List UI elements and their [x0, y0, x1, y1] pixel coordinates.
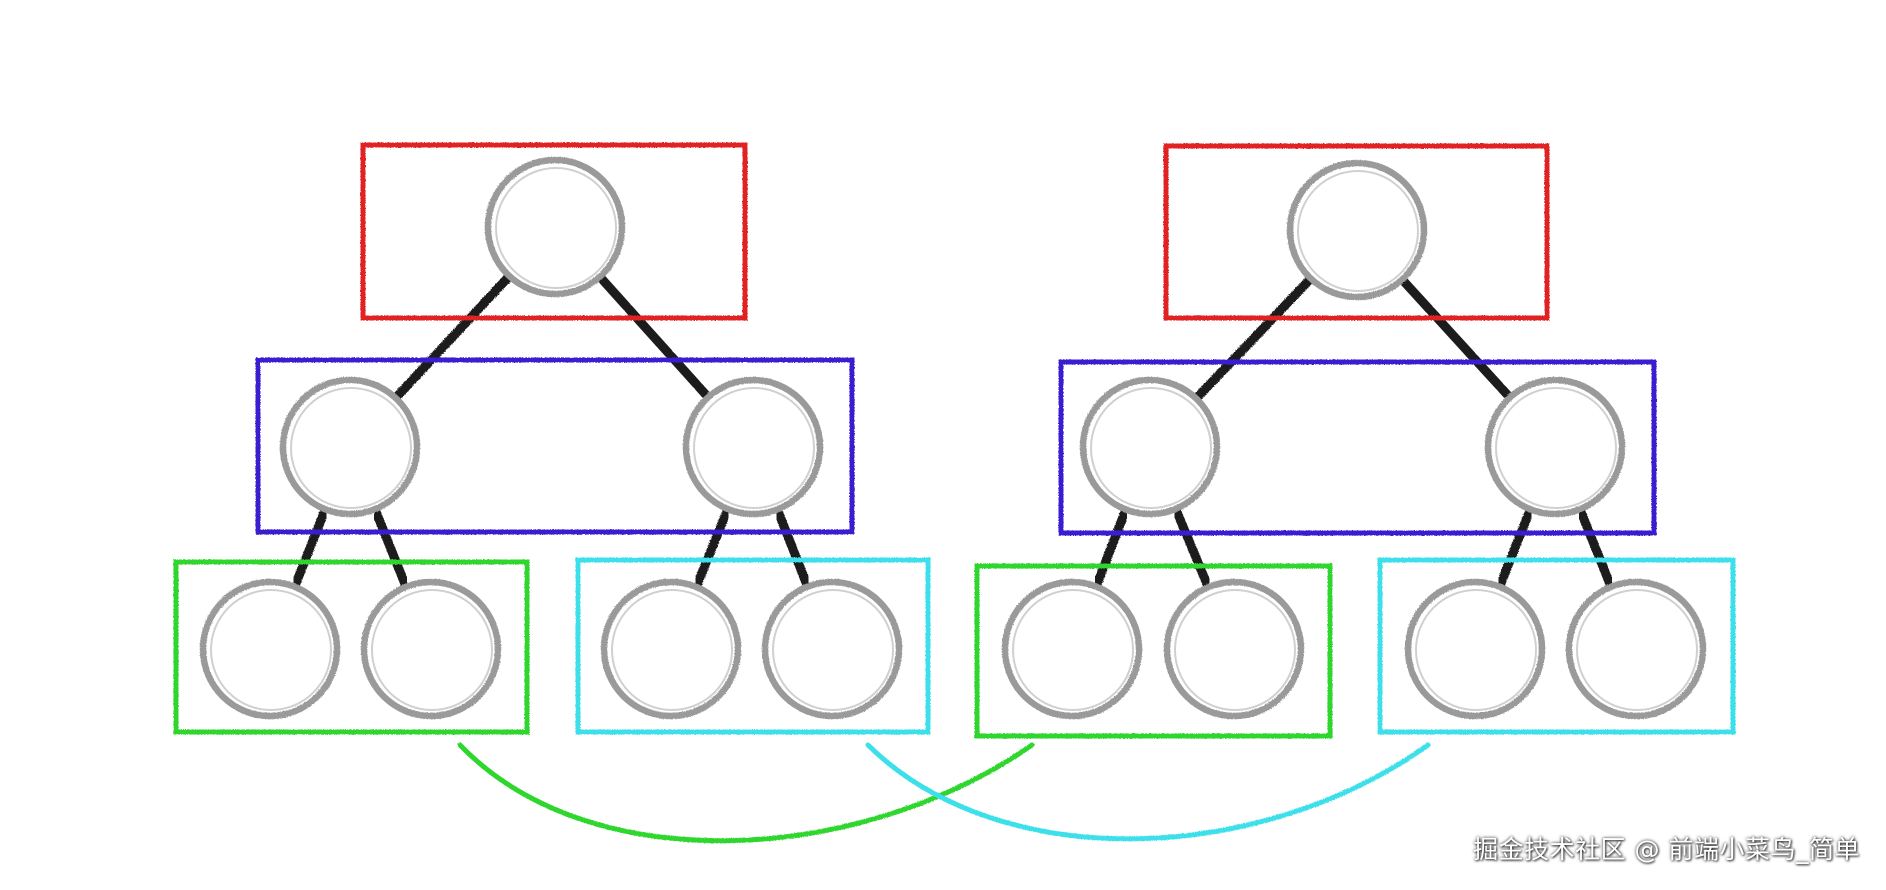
right-tree-edge-l2-1-2: [1172, 506, 1212, 590]
right-tree-node-l2-2-inner-ring: [1495, 387, 1617, 509]
right-tree-edge-l1-1-2: [1399, 276, 1513, 401]
right-tree-edge-l2-1-1: [1092, 506, 1130, 590]
left-tree-node-l2-1: [279, 376, 421, 518]
left-tree-node-l3-3: [600, 578, 742, 720]
left-tree-level-2-group-1-box: [255, 357, 855, 535]
right-tree-node-l3-2-inner-ring: [1174, 589, 1296, 711]
right-tree-node-l1-1-inner-ring: [1297, 170, 1419, 292]
left-tree-edge-l2-2-1: [692, 506, 732, 590]
right-tree-node-l1-1: [1286, 159, 1428, 301]
left-tree-level-3-group-1-box: [173, 559, 530, 735]
left-tree-node-l3-1: [199, 578, 341, 720]
right-tree-node-l2-2: [1484, 376, 1626, 518]
level-groups: [173, 142, 1736, 739]
cross-link-3: [457, 742, 1035, 844]
right-tree-level-3-group-2-box: [1377, 557, 1736, 735]
cross-links: [457, 229, 1431, 844]
right-tree-level-2-group-1-box: [1058, 359, 1657, 536]
right-tree-node-l3-3: [1404, 578, 1546, 720]
left-tree-edge-l2-1-2: [371, 506, 410, 590]
left-tree-edge-l2-2-2: [773, 506, 812, 590]
right-tree-level-1-group-1-box: [1163, 143, 1550, 321]
right-tree-node-l3-1-inner-ring: [1012, 589, 1134, 711]
left-tree-node-l3-4-inner-ring: [772, 589, 894, 711]
left-tree-node-l3-3-inner-ring: [611, 589, 733, 711]
left-tree-node-l2-2: [682, 376, 824, 518]
right-tree-node-l3-1: [1001, 578, 1143, 720]
right-tree-level-3-group-1-box: [974, 563, 1333, 739]
right-tree-node-l3-4: [1565, 578, 1707, 720]
left-tree-node-l3-1-inner-ring: [210, 589, 332, 711]
left-tree-node-l3-2: [360, 578, 502, 720]
left-tree-node-l1-1-inner-ring: [495, 167, 617, 289]
left-tree-level-1-group-1-box: [360, 142, 748, 321]
left-tree-node-l1-1: [484, 156, 626, 298]
left-tree-node-l2-2-inner-ring: [693, 387, 815, 509]
right-tree-edge-l2-2-1: [1495, 506, 1535, 590]
left-tree-edge-l2-1-1: [290, 506, 330, 590]
right-tree-node-l3-3-inner-ring: [1415, 589, 1537, 711]
left-tree-edge-l1-1-2: [596, 273, 712, 401]
right-tree-node-l3-4-inner-ring: [1576, 589, 1698, 711]
left-tree-edge-l1-1-1: [392, 273, 513, 401]
right-tree-node-l2-1-inner-ring: [1090, 387, 1212, 509]
left-tree-node-l2-1-inner-ring: [290, 387, 412, 509]
right-tree-node-l2-1: [1079, 376, 1221, 518]
tree-edges: [290, 273, 1615, 590]
left-tree-node-l3-2-inner-ring: [371, 589, 493, 711]
right-tree-edge-l2-2-2: [1576, 506, 1615, 590]
left-tree-level-3-group-2-box: [575, 557, 931, 735]
right-tree-node-l3-2: [1163, 578, 1305, 720]
tree-nodes: [199, 156, 1707, 720]
left-tree-node-l3-4: [761, 578, 903, 720]
watermark-text: 掘金技术社区 @ 前端小菜鸟_简单: [1473, 835, 1860, 864]
right-tree-edge-l1-1-1: [1193, 275, 1314, 402]
cross-link-4: [865, 742, 1431, 842]
